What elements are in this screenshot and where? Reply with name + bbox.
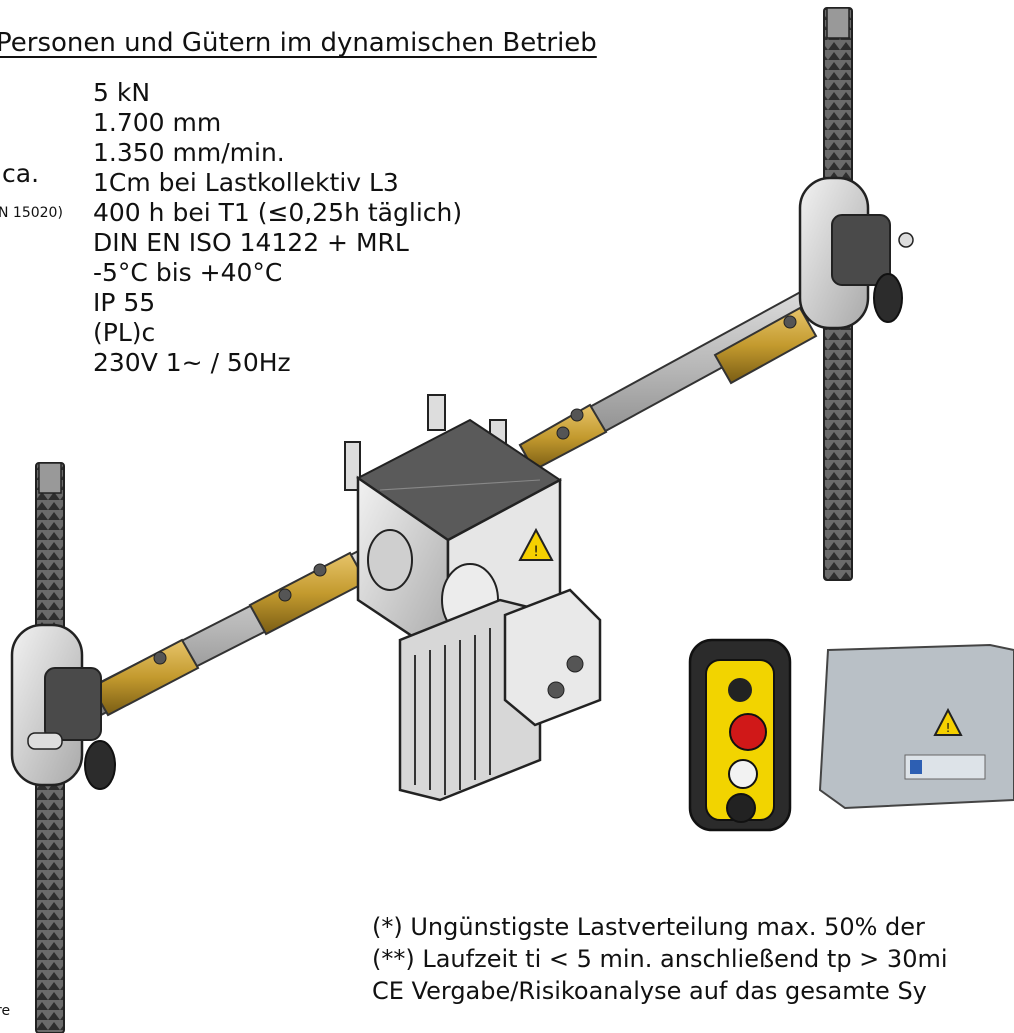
left-gear-housing [10,623,116,790]
footnotes: (*) Ungünstigste Lastverteilung max. 50%… [372,911,948,1007]
footnote-runtime: (**) Laufzeit ti < 5 min. anschließend t… [372,945,948,973]
section-heading: Personen und Gütern im dynamischen Betri… [0,28,597,58]
right-gear-housing [798,176,914,330]
spec-performance-level: (PL)c [93,318,156,347]
spec-speed: 1.350 mm/min. [93,138,285,167]
spec-list: 5 kN 1.700 mm 1.350 mm/min. 1Cm bei Last… [93,78,462,378]
footnote-load: (*) Ungünstigste Lastverteilung max. 50%… [372,913,925,941]
footnote-ce: CE Vergabe/Risikoanalyse auf das gesamte… [372,977,927,1005]
pendant-control [688,638,792,832]
spec-class: 1Cm bei Lastkollektiv L3 [93,168,399,197]
svg-text:!: ! [946,721,951,735]
speed-label: ca. [2,159,40,188]
spec-load: 5 kN [93,78,151,107]
footer-fragment: re [0,1003,11,1019]
standard-label: N 15020) [0,205,63,221]
left-shaft [83,538,396,718]
spec-stroke: 1.700 mm [93,108,222,137]
motor [398,588,602,802]
spec-standard: DIN EN ISO 14122 + MRL [93,228,409,257]
spec-voltage: 230V 1~ / 50Hz [93,348,291,377]
spec-protection: IP 55 [93,288,156,317]
spec-runtime: 400 h bei T1 (≤0,25h täglich) [93,198,463,227]
control-box: ! [818,643,1014,810]
svg-text:!: ! [533,544,539,560]
spec-temperature: -5°C bis +40°C [93,258,283,287]
